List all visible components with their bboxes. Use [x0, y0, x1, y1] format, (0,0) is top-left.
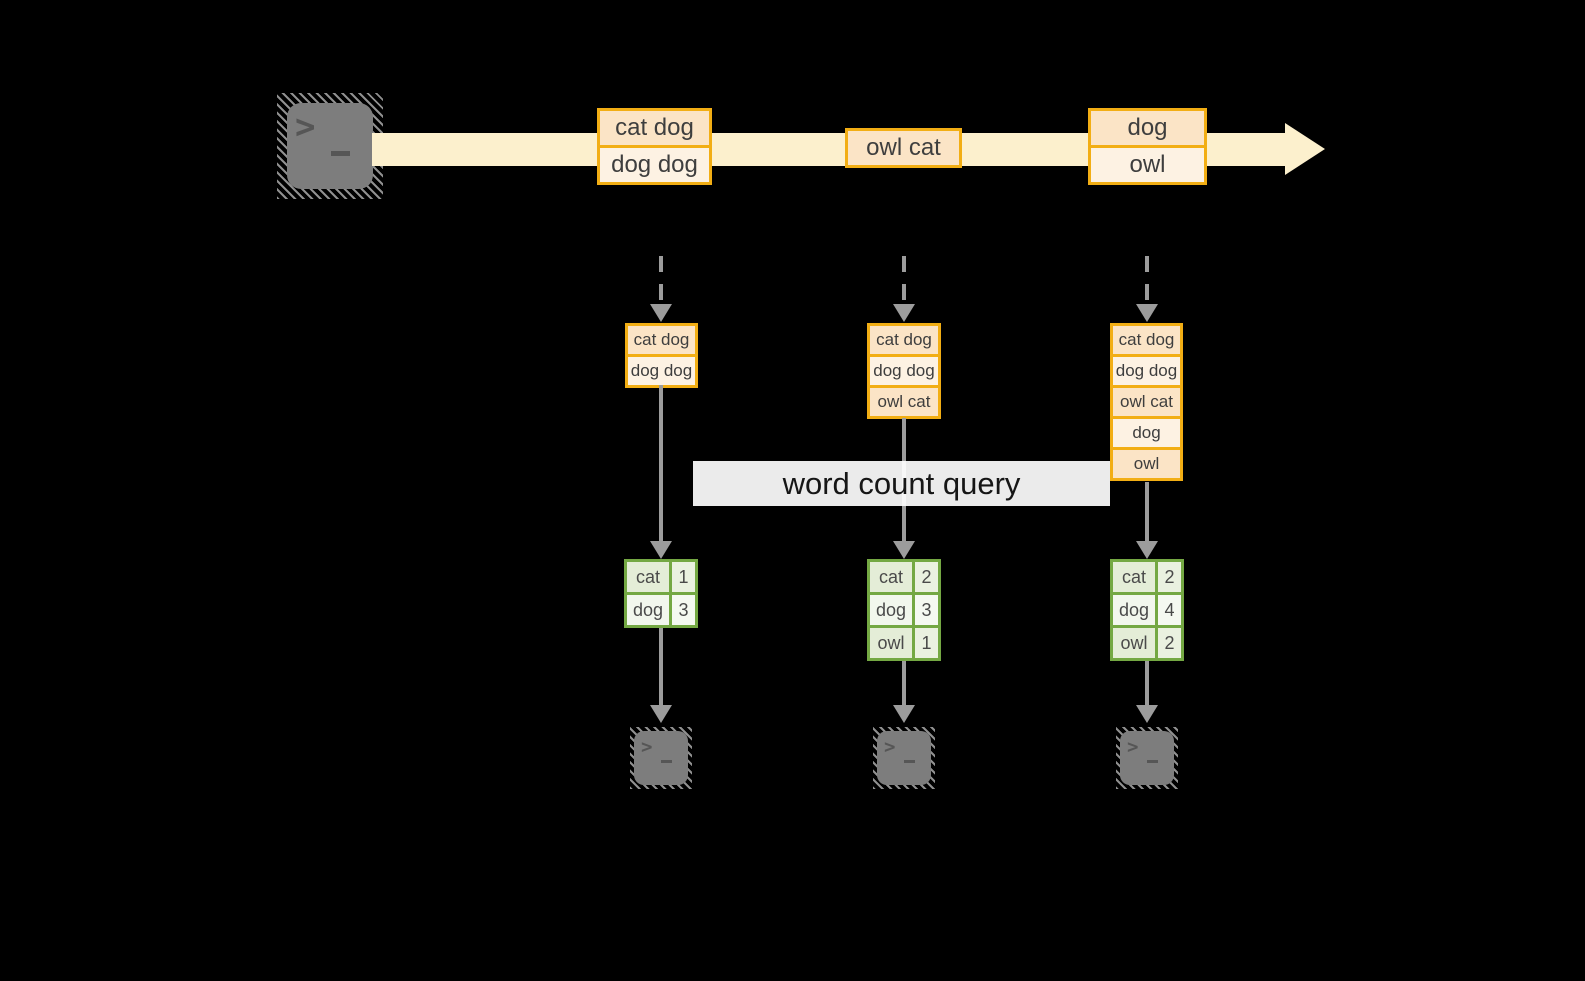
state-record: dog — [1113, 416, 1180, 447]
terminal-prompt-icon: > — [641, 736, 653, 758]
output-arrow — [893, 661, 915, 723]
query-label-band: word count query — [693, 461, 1110, 506]
arrowhead-icon — [893, 541, 915, 559]
count-word: cat — [1113, 562, 1155, 592]
count-value: 2 — [1158, 562, 1181, 592]
state-record: owl — [1113, 447, 1180, 478]
terminal-cursor-icon — [331, 151, 350, 156]
terminal-icon: > — [873, 727, 935, 789]
terminal-cursor-icon — [1147, 760, 1158, 763]
arrow-line — [659, 256, 663, 304]
count-word: owl — [870, 628, 912, 658]
terminal-prompt-icon: > — [1127, 736, 1139, 758]
count-value: 2 — [1158, 628, 1181, 658]
output-arrow — [650, 628, 672, 723]
state-record: cat dog — [870, 326, 938, 354]
arrow-line — [1145, 661, 1149, 705]
dashed-arrow — [893, 256, 915, 322]
stream-record: owl — [1091, 145, 1204, 182]
terminal-body — [877, 731, 931, 785]
count-word: dog — [627, 595, 669, 625]
arrowhead-icon — [1136, 304, 1158, 322]
arrowhead-icon — [650, 541, 672, 559]
stream-record: dog — [1091, 111, 1204, 145]
terminal-prompt-icon: > — [884, 736, 896, 758]
state-record: dog dog — [870, 354, 938, 385]
count-table-2: cat 2 dog 3 owl 1 — [867, 559, 941, 661]
count-value: 1 — [915, 628, 938, 658]
count-word: cat — [870, 562, 912, 592]
terminal-icon: > — [277, 93, 383, 199]
terminal-cursor-icon — [904, 760, 915, 763]
input-state-box-1: cat dog dog dog — [625, 323, 698, 388]
arrowhead-icon — [893, 705, 915, 723]
state-record: cat dog — [1113, 326, 1180, 354]
stream-batch-1: cat dog dog dog — [597, 108, 712, 185]
arrowhead-icon — [893, 304, 915, 322]
terminal-cursor-icon — [661, 760, 672, 763]
arrowhead-icon — [1136, 705, 1158, 723]
count-value: 1 — [672, 562, 695, 592]
arrow-line — [902, 256, 906, 304]
count-word: owl — [1113, 628, 1155, 658]
terminal-body — [287, 103, 373, 189]
state-record: owl cat — [870, 385, 938, 416]
stream-record: owl cat — [848, 131, 959, 165]
count-value: 3 — [915, 595, 938, 625]
arrow-line — [902, 661, 906, 705]
arrow-line — [1145, 482, 1149, 541]
input-state-box-2: cat dog dog dog owl cat — [867, 323, 941, 419]
count-value: 3 — [672, 595, 695, 625]
state-record: dog dog — [628, 354, 695, 385]
state-record: cat dog — [628, 326, 695, 354]
arrowhead-icon — [650, 705, 672, 723]
stream-batch-2: owl cat — [845, 128, 962, 168]
input-state-box-3: cat dog dog dog owl cat dog owl — [1110, 323, 1183, 481]
query-arrow — [1136, 482, 1158, 559]
output-arrow — [1136, 661, 1158, 723]
dashed-arrow — [650, 256, 672, 322]
terminal-body — [1120, 731, 1174, 785]
arrowhead-icon — [650, 304, 672, 322]
count-value: 4 — [1158, 595, 1181, 625]
stream-batch-3: dog owl — [1088, 108, 1207, 185]
count-word: dog — [1113, 595, 1155, 625]
dashed-arrow — [1136, 256, 1158, 322]
state-record: owl cat — [1113, 385, 1180, 416]
terminal-body — [634, 731, 688, 785]
state-record: dog dog — [1113, 354, 1180, 385]
count-value: 2 — [915, 562, 938, 592]
terminal-prompt-icon: > — [295, 107, 316, 147]
arrow-line — [659, 628, 663, 705]
count-word: dog — [870, 595, 912, 625]
terminal-icon: > — [630, 727, 692, 789]
stream-record: cat dog — [600, 111, 709, 145]
count-table-1: cat 1 dog 3 — [624, 559, 698, 628]
arrowhead-icon — [1136, 541, 1158, 559]
stream-record: dog dog — [600, 145, 709, 182]
count-table-3: cat 2 dog 4 owl 2 — [1110, 559, 1184, 661]
count-word: cat — [627, 562, 669, 592]
query-arrow — [650, 385, 672, 559]
stream-arrowhead-icon — [1285, 123, 1325, 175]
arrow-line — [1145, 256, 1149, 304]
query-label: word count query — [782, 465, 1021, 501]
terminal-icon: > — [1116, 727, 1178, 789]
arrow-line — [659, 385, 663, 541]
